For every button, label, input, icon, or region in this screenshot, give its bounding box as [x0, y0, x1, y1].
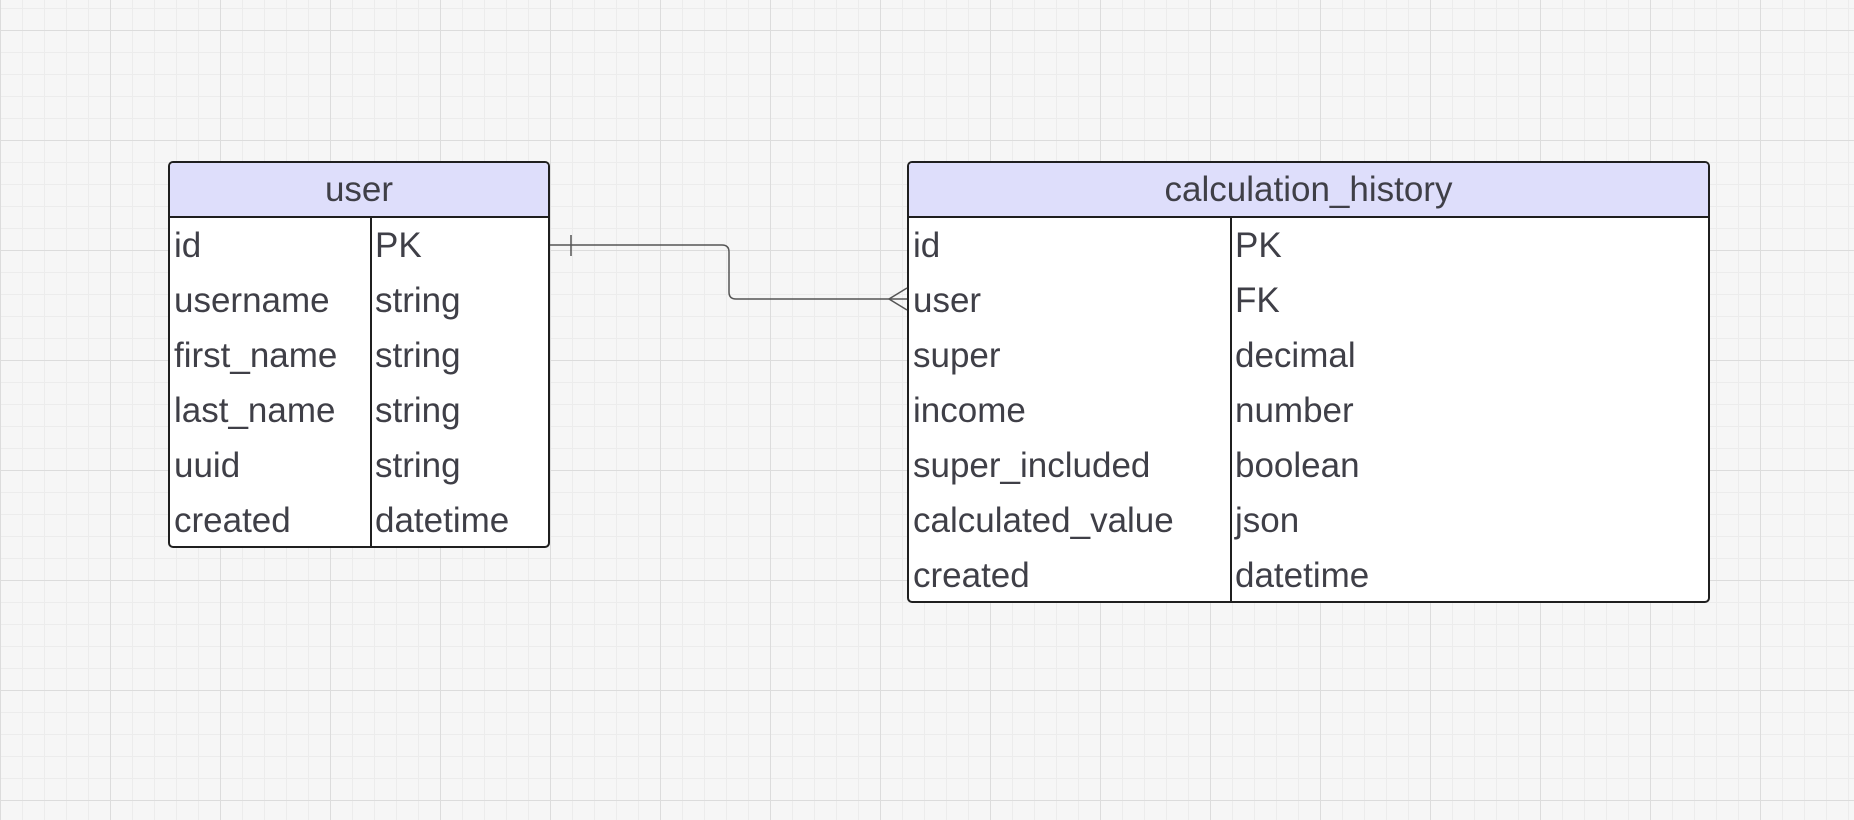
field-name: created — [174, 500, 291, 540]
field-row[interactable]: created datetime — [909, 548, 1708, 601]
entity-fields: id PK user FK super decimal income numbe… — [909, 218, 1708, 601]
column-divider — [1230, 218, 1232, 601]
field-name: super_included — [913, 445, 1151, 485]
field-row[interactable]: last_name string — [170, 383, 548, 438]
field-type: PK — [1235, 225, 1282, 265]
entity-title: user — [170, 163, 548, 218]
field-name: id — [913, 225, 941, 265]
field-type: PK — [375, 225, 422, 265]
field-row[interactable]: id PK — [170, 218, 548, 273]
field-row[interactable]: created datetime — [170, 493, 548, 546]
field-type: string — [375, 335, 461, 375]
field-name: calculated_value — [913, 500, 1174, 540]
column-divider — [370, 218, 372, 546]
field-name: income — [913, 390, 1026, 430]
field-type: string — [375, 390, 461, 430]
field-row[interactable]: income number — [909, 383, 1708, 438]
field-row[interactable]: id PK — [909, 218, 1708, 273]
field-name: first_name — [174, 335, 338, 375]
field-row[interactable]: user FK — [909, 273, 1708, 328]
field-row[interactable]: uuid string — [170, 438, 548, 493]
field-name: uuid — [174, 445, 241, 485]
entity-title: calculation_history — [909, 163, 1708, 218]
field-type: string — [375, 445, 461, 485]
field-type: json — [1235, 500, 1300, 540]
field-name: super — [913, 335, 1001, 375]
connector-line[interactable] — [550, 244, 907, 300]
field-row[interactable]: username string — [170, 273, 548, 328]
field-type: datetime — [1235, 555, 1370, 595]
entity-fields: id PK username string first_name string … — [170, 218, 548, 546]
entity-user[interactable]: user id PK username string first_name st… — [168, 161, 550, 548]
field-type: number — [1235, 390, 1354, 430]
field-type: datetime — [375, 500, 510, 540]
field-type: FK — [1235, 280, 1280, 320]
field-type: boolean — [1235, 445, 1360, 485]
field-row[interactable]: super_included boolean — [909, 438, 1708, 493]
field-name: username — [174, 280, 330, 320]
entity-calculation-history[interactable]: calculation_history id PK user FK super … — [907, 161, 1710, 603]
many-cardinality-crowfoot — [887, 287, 908, 311]
field-row[interactable]: super decimal — [909, 328, 1708, 383]
field-name: last_name — [174, 390, 336, 430]
field-type: string — [375, 280, 461, 320]
field-name: id — [174, 225, 202, 265]
field-name: user — [913, 280, 982, 320]
field-row[interactable]: calculated_value json — [909, 493, 1708, 548]
field-type: decimal — [1235, 335, 1356, 375]
field-name: created — [913, 555, 1030, 595]
field-row[interactable]: first_name string — [170, 328, 548, 383]
